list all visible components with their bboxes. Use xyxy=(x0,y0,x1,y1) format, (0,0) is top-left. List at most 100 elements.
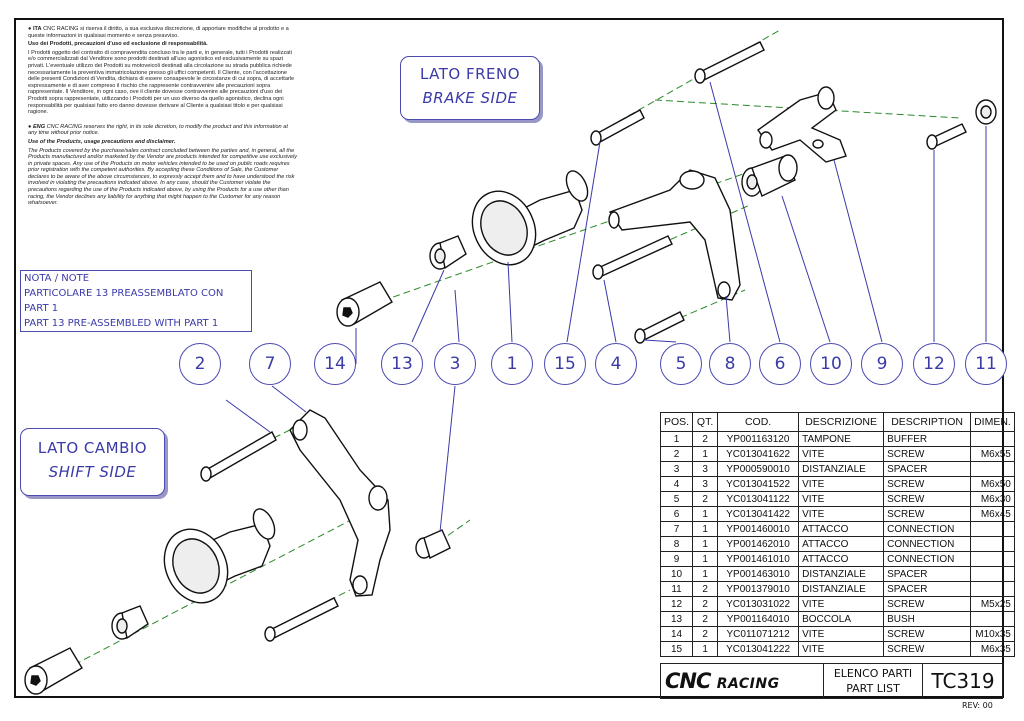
cell-code: YP001164010 xyxy=(717,611,800,627)
col-description: DESCRIPTION xyxy=(883,412,972,432)
callout-10: 10 xyxy=(810,343,852,385)
cell-code: YP001463010 xyxy=(717,566,800,582)
cell-description: SCREW xyxy=(883,446,972,462)
callout-14: 14 xyxy=(314,343,356,385)
cell-code: YP001163120 xyxy=(717,431,800,447)
col-dimen: DIMEN. xyxy=(970,412,1015,432)
cell-qty: 2 xyxy=(692,611,719,627)
cell-pos: 14 xyxy=(659,626,694,642)
title-en: PART LIST xyxy=(846,682,900,695)
connection-arm-9 xyxy=(757,86,847,163)
cell-descrizione: DISTANZIALE xyxy=(798,581,885,597)
cell-code: YC013041522 xyxy=(717,476,800,492)
callout-3: 3 xyxy=(434,343,476,385)
cell-description: SCREW xyxy=(883,476,972,492)
cell-pos: 7 xyxy=(659,521,694,537)
cell-dimen xyxy=(970,581,1015,597)
cell-description: SCREW xyxy=(883,491,972,507)
cell-pos: 9 xyxy=(659,551,694,567)
cell-code: YP000590010 xyxy=(717,461,800,477)
callout-12: 12 xyxy=(913,343,955,385)
cell-qty: 1 xyxy=(692,641,719,657)
cell-code: YC013041422 xyxy=(717,506,800,522)
cell-description: SPACER xyxy=(883,566,972,582)
bush-top xyxy=(429,235,467,270)
shift-side-parts xyxy=(24,409,451,695)
cell-dimen xyxy=(970,536,1015,552)
cell-qty: 3 xyxy=(692,461,719,477)
cell-code: YP001461010 xyxy=(717,551,800,567)
cell-dimen: M6x50 xyxy=(970,476,1015,492)
parts-table: POS. QT. COD. DESCRIZIONE DESCRIPTION DI… xyxy=(659,412,1015,657)
cell-descrizione: VITE xyxy=(798,506,885,522)
brake-side-parts xyxy=(336,41,997,344)
cell-description: BUFFER xyxy=(883,431,972,447)
cell-descrizione: VITE xyxy=(798,491,885,507)
screws-top xyxy=(590,41,967,344)
callout-9: 9 xyxy=(861,343,903,385)
callout-4: 4 xyxy=(595,343,637,385)
cell-pos: 12 xyxy=(659,596,694,612)
revision: REV: 00 xyxy=(962,701,993,710)
bolt-top xyxy=(336,281,393,327)
cell-dimen: M10x35 xyxy=(970,626,1015,642)
cell-qty: 3 xyxy=(692,476,719,492)
cell-pos: 1 xyxy=(659,431,694,447)
cell-description: BUSH xyxy=(883,611,972,627)
callout-2: 2 xyxy=(179,343,221,385)
cell-dimen xyxy=(970,551,1015,567)
legal-eng-body: The Products covered by the purchase/sal… xyxy=(28,147,298,207)
cell-description: SCREW xyxy=(883,641,972,657)
callout-13: 13 xyxy=(381,343,423,385)
spacer-10 xyxy=(741,154,798,197)
callout-15: 15 xyxy=(544,343,586,385)
cell-pos: 11 xyxy=(659,581,694,597)
cell-dimen: M5x25 xyxy=(970,596,1015,612)
cell-dimen: M6x30 xyxy=(970,491,1015,507)
col-code: COD. xyxy=(717,412,800,432)
cell-descrizione: VITE xyxy=(798,446,885,462)
cell-pos: 4 xyxy=(659,476,694,492)
cell-descrizione: ATTACCO xyxy=(798,521,885,537)
cell-descrizione: BOCCOLA xyxy=(798,611,885,627)
cell-description: CONNECTION xyxy=(883,536,972,552)
connection-arm-8 xyxy=(608,169,741,301)
cell-pos: 2 xyxy=(659,446,694,462)
legal-ita-heading: Uso dei Prodotti, precauzioni d'uso ed e… xyxy=(28,41,208,48)
cell-code: YC013041222 xyxy=(717,641,800,657)
cell-dimen xyxy=(970,431,1015,447)
cell-description: SCREW xyxy=(883,626,972,642)
cell-code: YP001460010 xyxy=(717,521,800,537)
brake-side-en: BRAKE SIDE xyxy=(422,89,518,107)
cell-pos: 15 xyxy=(659,641,694,657)
cell-descrizione: VITE xyxy=(798,476,885,492)
leader-lines xyxy=(225,81,987,533)
cell-dimen xyxy=(970,461,1015,477)
cell-pos: 5 xyxy=(659,491,694,507)
cell-qty: 1 xyxy=(692,536,719,552)
col-descrizione: DESCRIZIONE xyxy=(798,412,885,432)
cell-qty: 2 xyxy=(692,431,719,447)
spacer-3 xyxy=(415,529,451,559)
cell-qty: 1 xyxy=(692,551,719,567)
shift-side-it: LATO CAMBIO xyxy=(37,439,148,457)
callout-8: 8 xyxy=(709,343,751,385)
brake-side-it: LATO FRENO xyxy=(419,65,521,83)
slider-buffer-bottom xyxy=(163,508,276,604)
title-block: CNC RACING ELENCO PARTI PART LIST TC319 xyxy=(660,663,1003,699)
col-qty: QT. xyxy=(692,412,719,432)
parts-table-header: POS. QT. COD. DESCRIZIONE DESCRIPTION DI… xyxy=(659,412,1015,432)
cell-dimen xyxy=(970,521,1015,537)
